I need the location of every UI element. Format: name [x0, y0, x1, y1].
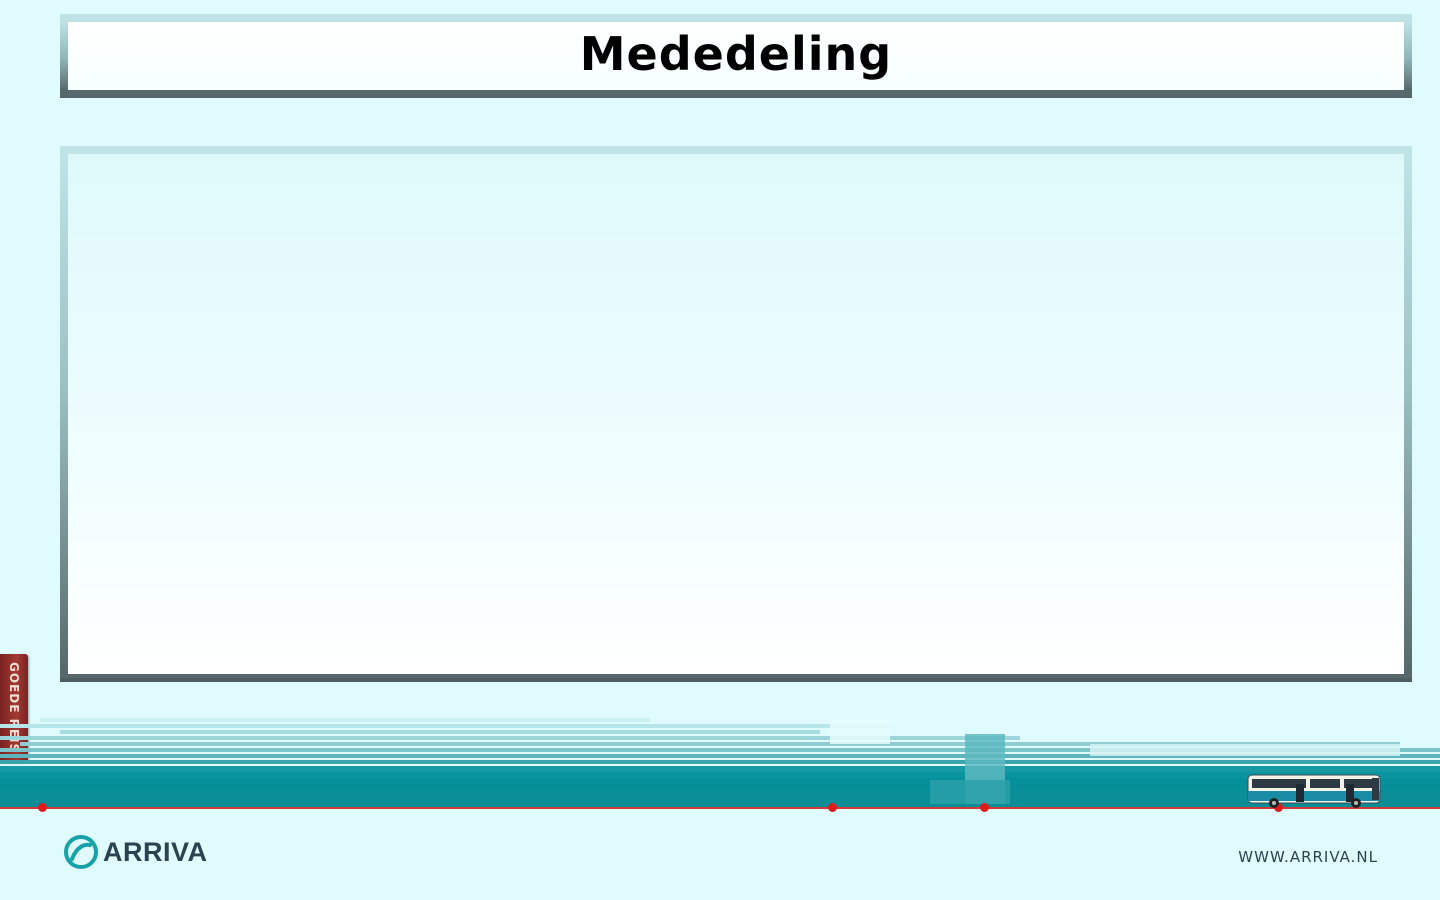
goede-reis-tag: GOEDE REIS: [0, 654, 28, 762]
bus-icon: [1247, 774, 1381, 808]
speed-block: [930, 780, 1010, 804]
speed-stripes: [0, 714, 1440, 810]
speed-stripe: [40, 718, 650, 722]
goede-reis-label: GOEDE REIS: [7, 662, 21, 754]
arriva-swirl-icon: [64, 835, 98, 869]
speed-block: [830, 718, 890, 744]
website-url[interactable]: WWW.ARRIVA.NL: [1238, 848, 1378, 866]
speed-stripe: [0, 760, 1440, 764]
title-panel: Mededeling: [60, 14, 1412, 98]
arriva-logo: ARRIVA: [63, 834, 208, 870]
speed-block: [1090, 744, 1400, 756]
stop-dot: [980, 803, 989, 812]
speed-stripe: [0, 790, 1440, 796]
stop-dot: [38, 803, 47, 812]
speed-stripe: [0, 772, 1440, 778]
speed-stripe: [0, 766, 1440, 772]
road-line: [0, 807, 1440, 809]
speed-stripe: [60, 730, 820, 734]
speed-stripe: [0, 796, 1440, 802]
logo-text: ARRIVA: [103, 836, 208, 867]
speed-stripe: [0, 754, 1440, 758]
speed-stripe: [0, 802, 1440, 808]
speed-stripe: [20, 742, 1400, 746]
page-title: Mededeling: [579, 27, 893, 81]
content-panel: [60, 146, 1412, 682]
speed-stripe: [0, 724, 890, 728]
speed-stripe: [0, 778, 1440, 784]
speed-stripe: [0, 748, 1440, 752]
speed-stripe: [0, 784, 1440, 790]
stop-dot: [1274, 803, 1283, 812]
speed-stripe: [0, 736, 1020, 740]
stop-dot: [828, 803, 837, 812]
